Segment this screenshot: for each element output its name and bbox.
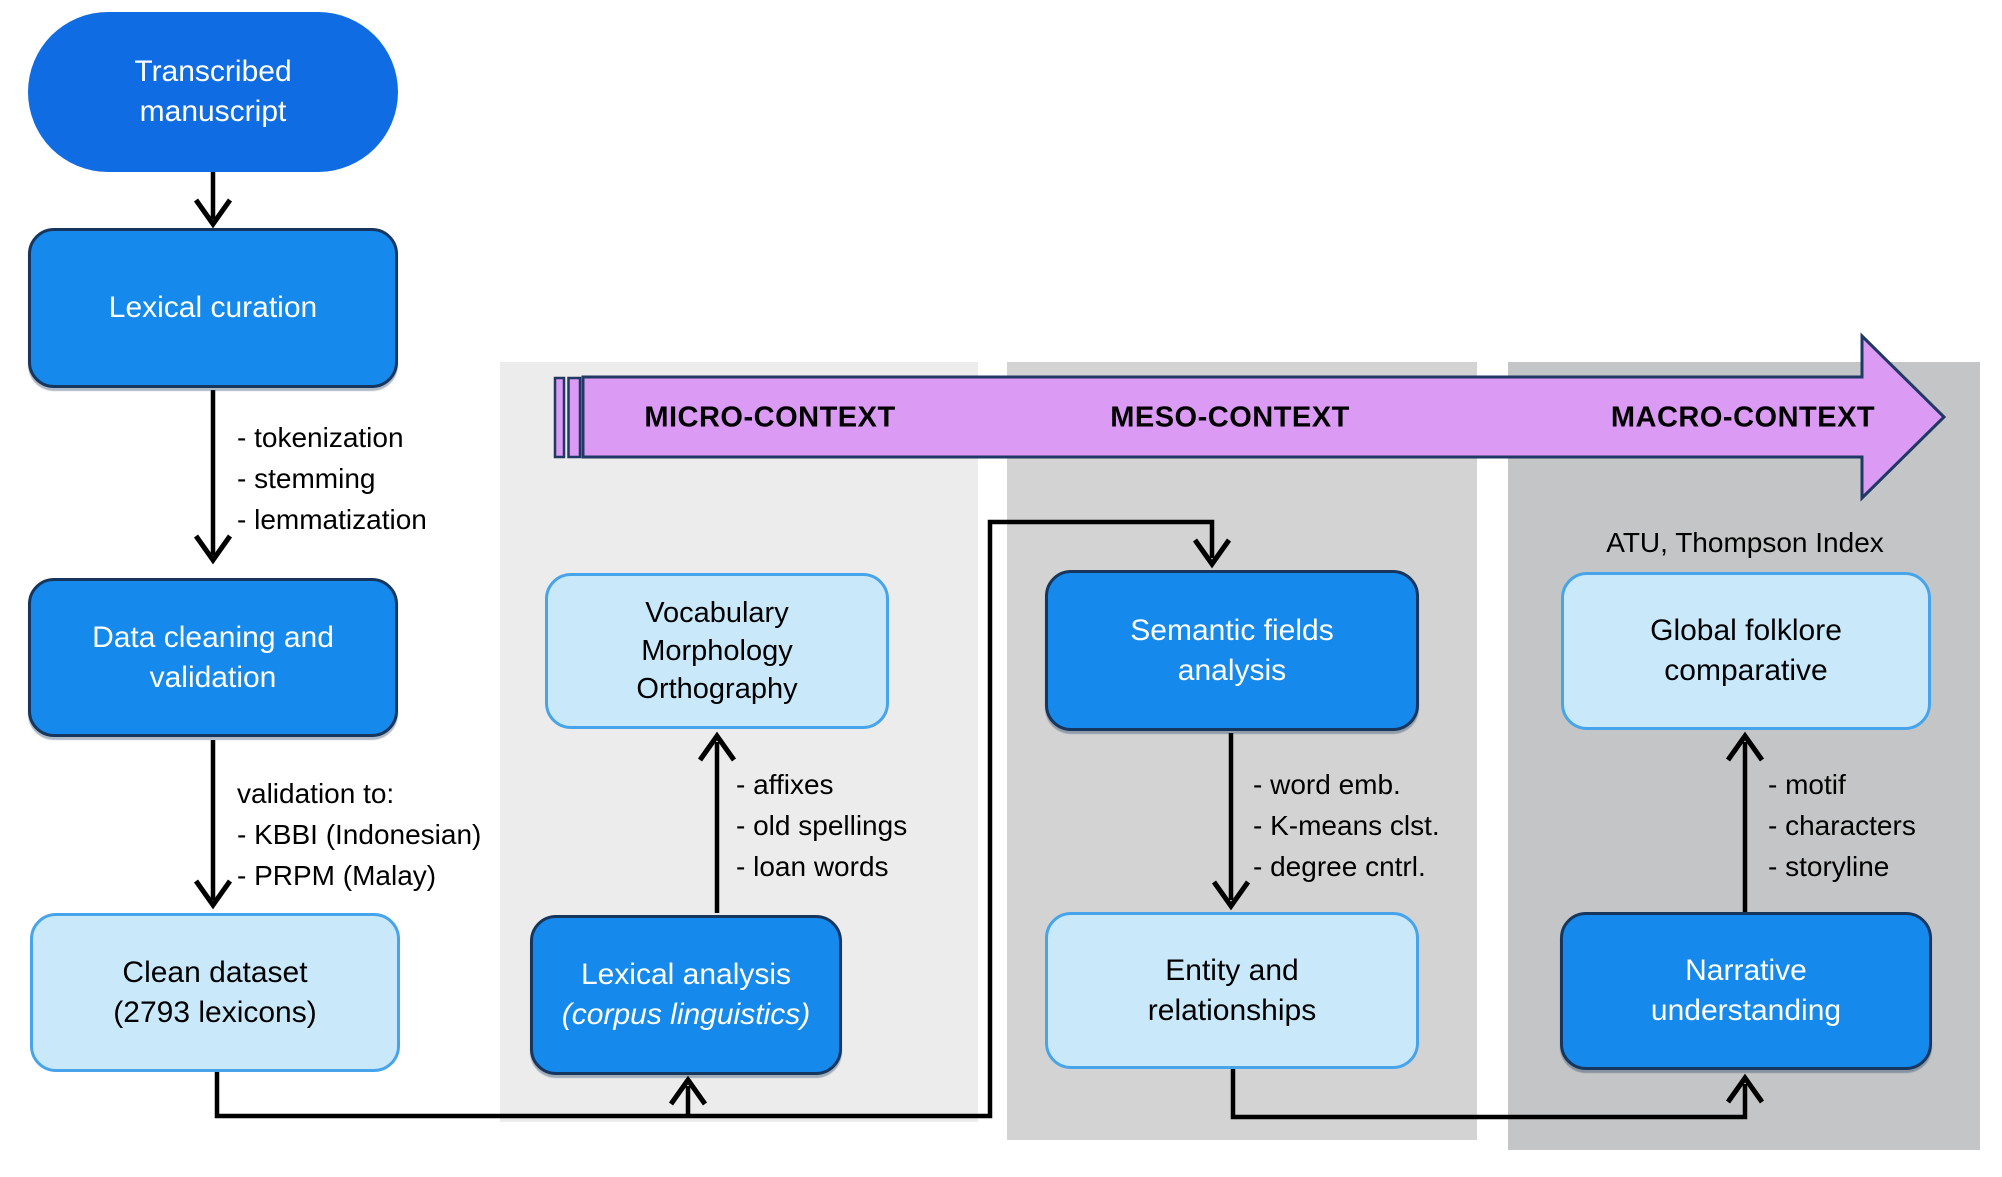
node-clean-dataset: Clean dataset (2793 lexicons): [30, 913, 400, 1072]
band-body-right-arrow: [581, 332, 1947, 502]
micro-context-label: MICRO-CONTEXT: [644, 401, 896, 434]
band-tail-stripe-1: [553, 376, 566, 459]
macro-context-label: MACRO-CONTEXT: [1610, 401, 1876, 434]
annotation-lexical-features: - affixes - old spellings - loan words: [736, 769, 908, 882]
lexical-analysis-subtitle: (corpus linguistics): [561, 998, 811, 1031]
meso-context-label: MESO-CONTEXT: [1110, 401, 1350, 434]
node-semantic-fields-analysis: Semantic fields analysis: [1045, 570, 1419, 731]
arrowhead-up-icon: [1725, 1073, 1765, 1104]
connector-dataset-to-semantic: [214, 519, 1215, 1119]
node-data-cleaning: Data cleaning and validation: [28, 578, 398, 737]
annotation-semantic-methods: - word emb. - K-means clst. - degree cnt…: [1253, 769, 1440, 882]
node-entity-relationships: Entity and relationships: [1045, 912, 1419, 1069]
context-band-arrow: [553, 332, 1947, 502]
arrowhead-down-icon: [1192, 538, 1232, 569]
arrowhead-down-icon: [1211, 880, 1251, 911]
annotation-curation-steps: - tokenization - stemming - lemmatizatio…: [237, 422, 427, 535]
node-global-folklore-comparative: Global folklore comparative: [1561, 572, 1931, 730]
node-lexical-analysis: Lexical analysis (corpus linguistics): [530, 915, 842, 1075]
node-vocabulary-morphology-orthography: Vocabulary Morphology Orthography: [545, 573, 889, 729]
annotation-validation-sources: validation to: - KBBI (Indonesian) - PRP…: [237, 778, 482, 891]
connectors: [193, 172, 1765, 1120]
arrowhead-up-icon: [697, 731, 737, 762]
arrowhead-down-icon: [193, 534, 233, 565]
connector-entity-to-narrative: [1230, 1066, 1748, 1120]
arrowhead-up-icon: [1725, 731, 1765, 762]
node-narrative-understanding: Narrative understanding: [1560, 912, 1932, 1070]
lexical-analysis-title: Lexical analysis: [580, 958, 792, 992]
annotation-atu-thompson-index: ATU, Thompson Index: [1606, 527, 1884, 558]
node-lexical-curation: Lexical curation: [28, 228, 398, 388]
arrowhead-down-icon: [193, 879, 233, 910]
band-tail-stripe-2: [567, 376, 582, 459]
arrowhead-up-icon: [668, 1075, 708, 1106]
annotation-narrative-features: - motif - characters - storyline: [1768, 769, 1916, 882]
arrowhead-down-icon: [193, 198, 233, 229]
node-transcribed-manuscript: Transcribed manuscript: [28, 12, 398, 172]
